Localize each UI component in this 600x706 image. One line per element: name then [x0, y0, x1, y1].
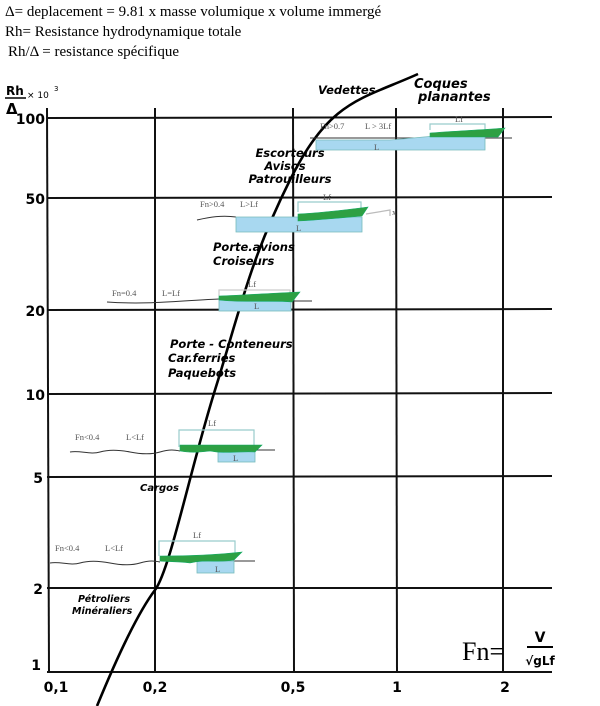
gridline-0.1 [46, 107, 50, 674]
category-vedettes: Vedettes [318, 83, 376, 97]
x-tick: 0,5 [281, 680, 306, 696]
x-tick: 0,2 [143, 680, 168, 696]
froude-condition: Fn>0.4 [200, 199, 225, 209]
label-lf: Lf [455, 114, 463, 124]
label-lf: Lf [208, 418, 216, 428]
gridline-5 [46, 475, 553, 478]
category-porte-conteneurs: Porte - Conteneurs [170, 337, 293, 351]
label-lf: Lf [248, 279, 256, 289]
froude-condition: Fn>0.7 [320, 121, 344, 131]
resistance-curve [95, 72, 419, 706]
category-escorteurs: Escorteurs [255, 146, 324, 160]
y-title-exponent: 3 [54, 85, 58, 93]
gridline-1 [395, 107, 398, 674]
ship-diagram-tanker: Fn<0.4 L<Lf Lf L [49, 530, 255, 574]
y-tick: 1 [31, 658, 41, 674]
category-avisos: Avisos [263, 159, 305, 173]
category-porte-avions: Porte.avions [213, 240, 295, 254]
y-tick: 2 [33, 582, 43, 598]
label-l: L [215, 564, 220, 574]
category-croiseurs: Croiseurs [213, 254, 274, 268]
label-l: L [374, 142, 379, 152]
category-patrouilleurs: Patrouilleurs [248, 172, 331, 186]
gridline-10 [46, 392, 553, 395]
category-planantes: planantes [417, 90, 491, 105]
gridline-20 [46, 308, 553, 311]
y-tick: 10 [26, 388, 46, 404]
froude-formula-lhs: Fn= [462, 637, 504, 666]
y-title-numerator: Rh [6, 84, 24, 98]
y-tick: 5 [33, 471, 43, 487]
froude-formula-denominator: √gLf [525, 654, 555, 668]
definition-specific-resistance: Rh/Δ = resistance spécifique [8, 44, 179, 60]
ship-diagram-escort: Fn>0.4 L>Lf Lf x L [196, 192, 397, 233]
y-tick: 50 [26, 192, 46, 208]
froude-formula-numerator: V [535, 630, 546, 646]
length-ratio: L=Lf [162, 288, 180, 298]
gridline-0.5 [292, 107, 295, 674]
ship-diagram-planing: Fn>0.7 L > 3Lf Lf L [310, 114, 512, 152]
x-tick: 2 [500, 680, 510, 696]
gridline-50 [46, 196, 553, 199]
ship-diagram-container: Fn<0.4 L<Lf Lf L [69, 418, 275, 463]
category-mineraliers: Minéraliers [72, 606, 133, 617]
froude-condition: Fn<0.4 [55, 543, 80, 553]
category-car-ferries: Car.ferries [168, 351, 235, 365]
y-tick: 100 [16, 112, 45, 128]
x-tick: 1 [392, 680, 402, 696]
froude-condition: Fn<0.4 [75, 432, 100, 442]
label-lf: Lf [193, 530, 201, 540]
length-ratio: L<Lf [105, 543, 123, 553]
y-title-denominator: Δ [6, 100, 18, 118]
label-l: L [296, 223, 301, 233]
definition-resistance: Rh= Resistance hydrodynamique totale [5, 24, 242, 40]
label-l: L [254, 301, 259, 311]
length-ratio: L > 3Lf [365, 121, 391, 131]
y-title-multiplier: × 10 [27, 91, 49, 101]
category-paquebots: Paquebots [168, 366, 236, 380]
length-ratio: L<Lf [126, 432, 144, 442]
froude-condition: Fn=0.4 [112, 288, 137, 298]
category-coques: Coques [414, 77, 468, 92]
ship-diagram-carrier: Fn=0.4 L=Lf Lf L [106, 279, 312, 312]
label-lf: Lf [323, 192, 331, 202]
x-tick: 0,1 [44, 680, 69, 696]
label-l: L [233, 453, 238, 463]
length-ratio: L>Lf [240, 199, 258, 209]
y-tick: 20 [26, 304, 46, 320]
definition-displacement: Δ= deplacement = 9.81 x masse volumique … [5, 4, 382, 20]
category-petroliers: Pétroliers [78, 594, 131, 605]
gridline-100 [46, 116, 553, 119]
grid [46, 107, 553, 674]
label-x: x [392, 207, 397, 217]
category-cargos: Cargos [140, 483, 179, 494]
